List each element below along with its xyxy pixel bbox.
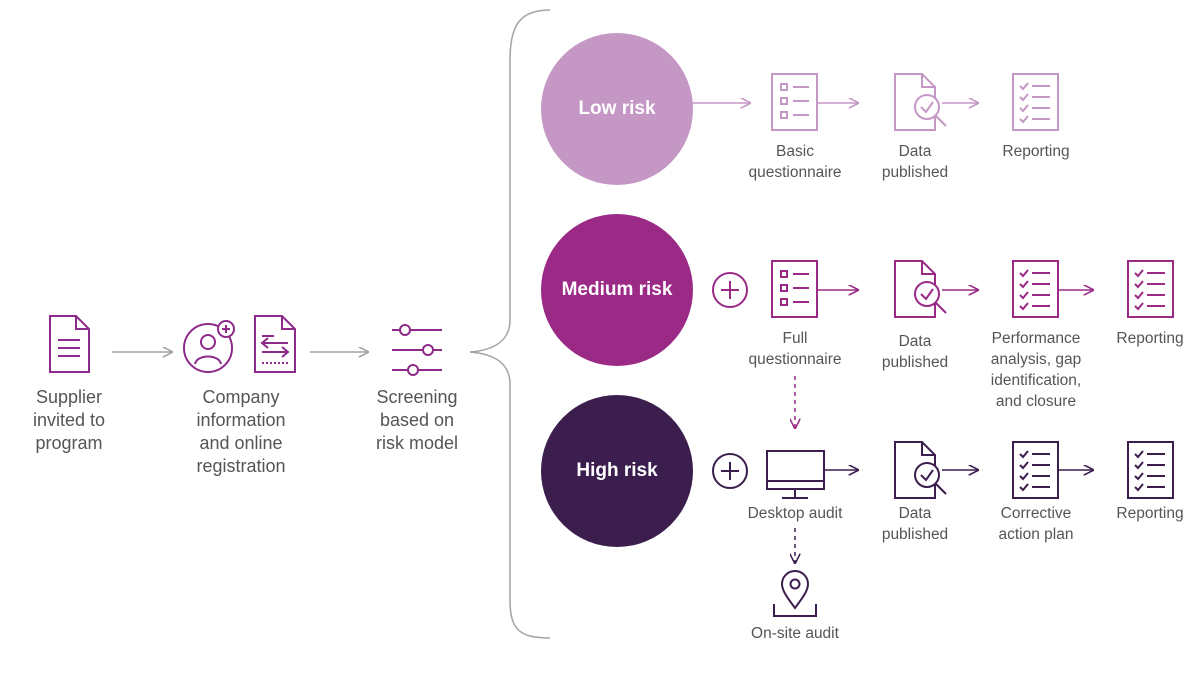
questionnaire-icon	[771, 260, 818, 318]
data-published-icon	[894, 260, 947, 318]
basic-questionnaire-label: Basic questionnaire	[748, 143, 842, 181]
screening-label: Screening based on risk model	[375, 387, 459, 453]
registration-form-icon	[254, 315, 296, 373]
high-risk-circle: High risk	[541, 395, 693, 547]
desktop-audit-label: Desktop audit	[747, 505, 843, 522]
branch-brace	[469, 9, 551, 639]
user-add-icon	[183, 320, 235, 373]
questionnaire-icon	[771, 73, 818, 131]
reporting-icon	[1127, 260, 1174, 318]
performance-analysis-label: Performance analysis, gap identification…	[990, 330, 1082, 410]
data-published-icon	[894, 441, 947, 499]
medium-risk-circle: Medium risk	[541, 214, 693, 366]
high-reporting-label: Reporting	[1116, 505, 1184, 522]
location-pin-icon	[773, 570, 817, 617]
reporting-icon	[1127, 441, 1174, 499]
corrective-action-label: Corrective action plan	[998, 505, 1074, 543]
full-questionnaire-label: Full questionnaire	[748, 330, 842, 368]
low-data-published-label: Data published	[881, 143, 949, 181]
low-risk-title: Low risk	[578, 98, 656, 119]
on-site-audit-label: On-site audit	[751, 625, 839, 642]
plus-icon	[712, 272, 748, 308]
reporting-icon	[1012, 73, 1059, 131]
supplier-invited-label: Supplier invited to program	[32, 387, 106, 453]
sliders-icon	[392, 324, 442, 376]
medium-data-published-label: Data published	[881, 333, 949, 371]
medium-risk-title: Medium risk	[561, 279, 673, 300]
company-registration-label: Company information and online registrat…	[196, 387, 286, 476]
low-reporting-label: Reporting	[1002, 143, 1070, 160]
checklist-icon	[1012, 441, 1059, 499]
plus-icon	[712, 453, 748, 489]
desktop-icon	[766, 450, 825, 499]
checklist-icon	[1012, 260, 1059, 318]
low-risk-circle: Low risk	[541, 33, 693, 185]
high-risk-title: High risk	[576, 460, 658, 481]
medium-reporting-label: Reporting	[1116, 330, 1184, 347]
document-icon	[49, 315, 90, 373]
high-data-published-label: Data published	[881, 505, 949, 543]
data-published-icon	[894, 73, 947, 131]
